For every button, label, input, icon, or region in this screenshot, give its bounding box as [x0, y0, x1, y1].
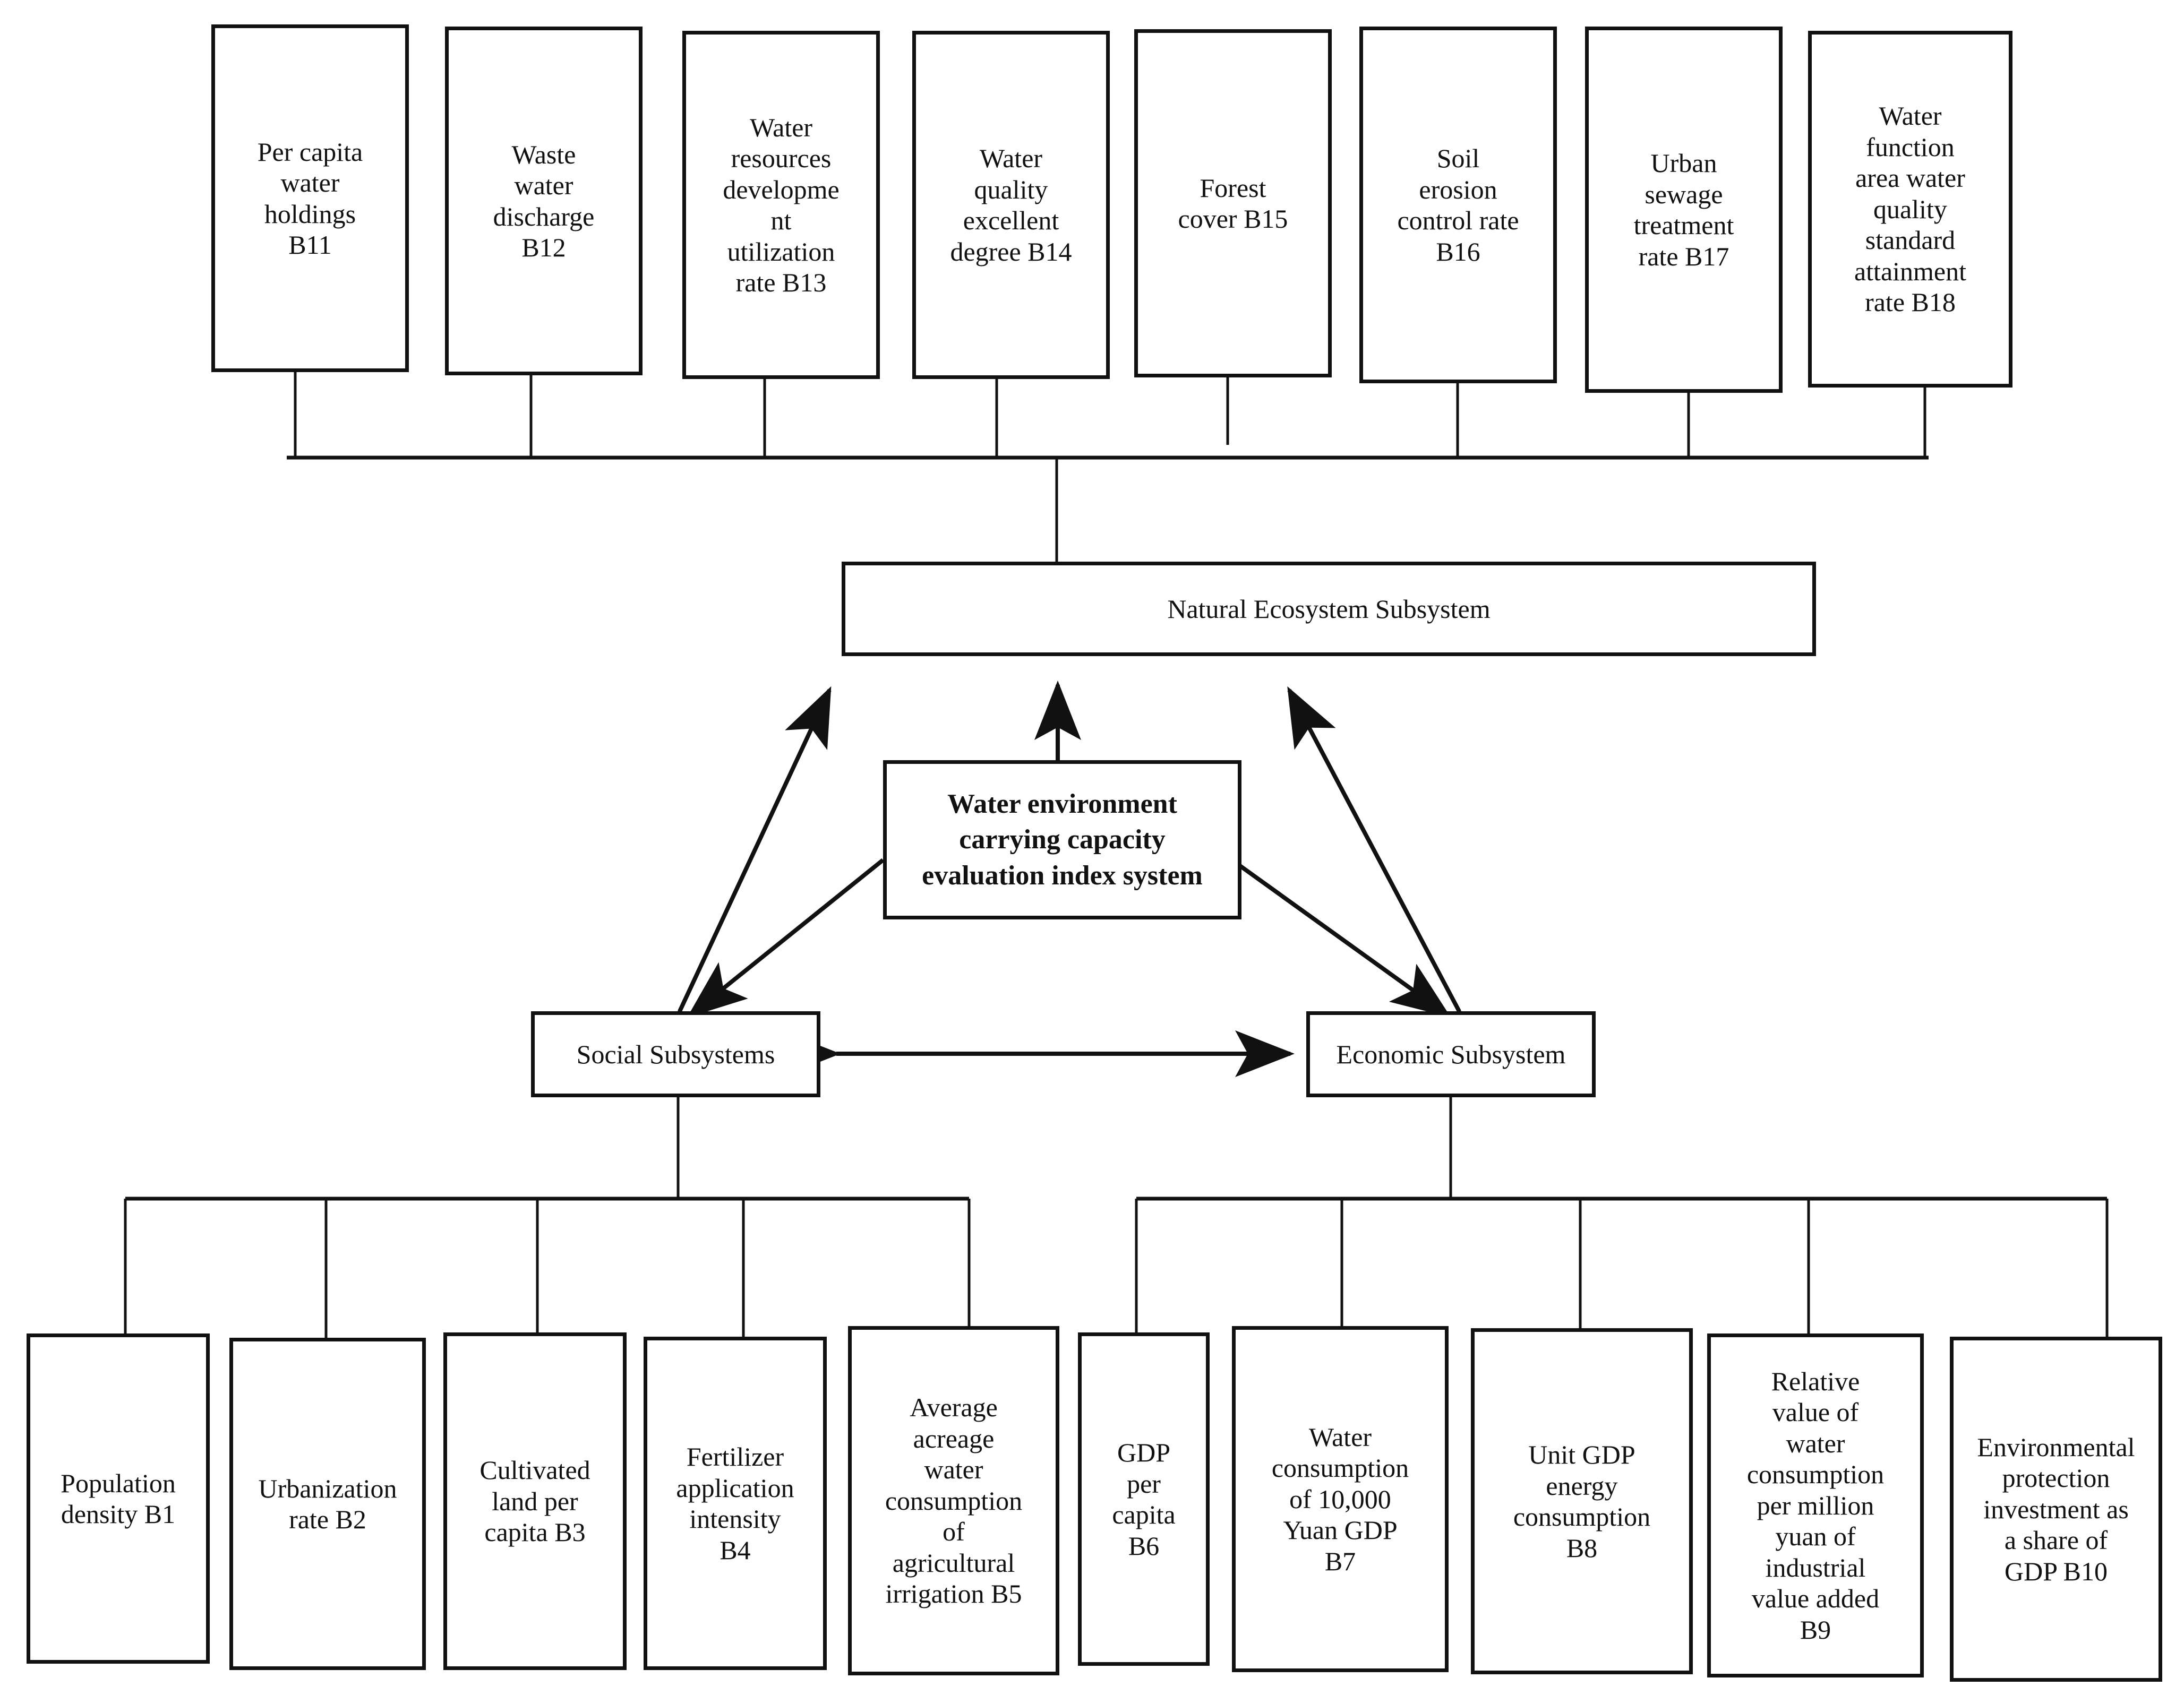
indicator-label-b15: Forest cover B15 — [1178, 173, 1288, 234]
indicator-label-b9: Relative value of water consumption per … — [1746, 1366, 1885, 1645]
subsystem-box-natural-ecosystem[interactable]: Natural Ecosystem Subsystem — [842, 562, 1816, 656]
root-label-index-system: Water environment carrying capacity eval… — [922, 788, 1203, 891]
indicator-label-b16: Soil erosion control rate B16 — [1397, 143, 1519, 266]
indicator-label-b4: Fertilizer application intensity B4 — [676, 1442, 794, 1565]
indicator-label-b6: GDP per capita B6 — [1112, 1438, 1176, 1561]
indicator-box-b2[interactable]: Urbanization rate B2 — [229, 1338, 426, 1670]
subsystem-box-economic[interactable]: Economic Subsystem — [1306, 1011, 1596, 1097]
subsystem-label-natural-ecosystem: Natural Ecosystem Subsystem — [1167, 593, 1491, 624]
indicator-label-b1: Population density B1 — [61, 1468, 176, 1529]
indicator-label-b17: Urban sewage treatment rate B17 — [1633, 148, 1734, 271]
indicator-box-b6[interactable]: GDP per capita B6 — [1078, 1332, 1210, 1666]
subsystem-label-social: Social Subsystems — [576, 1039, 775, 1069]
indicator-box-b8[interactable]: Unit GDP energy consumption B8 — [1471, 1328, 1693, 1674]
indicator-box-b11[interactable]: Per capita water holdings B11 — [211, 24, 409, 372]
indicator-label-b5: Average acreage water consumption of agr… — [885, 1392, 1023, 1609]
subsystem-box-social[interactable]: Social Subsystems — [531, 1011, 820, 1097]
indicator-box-b9[interactable]: Relative value of water consumption per … — [1707, 1333, 1924, 1677]
indicator-box-b1[interactable]: Population density B1 — [27, 1333, 210, 1664]
indicator-box-b18[interactable]: Water function area water quality standa… — [1808, 31, 2012, 388]
indicator-label-b3: Cultivated land per capita B3 — [479, 1455, 590, 1547]
indicator-box-b17[interactable]: Urban sewage treatment rate B17 — [1585, 27, 1783, 393]
indicator-box-b3[interactable]: Cultivated land per capita B3 — [443, 1332, 627, 1670]
indicator-label-b14: Water quality excellent degree B14 — [950, 143, 1072, 266]
indicator-box-b7[interactable]: Water consumption of 10,000 Yuan GDP B7 — [1232, 1326, 1449, 1672]
indicator-box-b15[interactable]: Forest cover B15 — [1134, 29, 1332, 377]
indicator-label-b18: Water function area water quality standa… — [1854, 101, 1967, 317]
indicator-label-b13: Water resources developme nt utilization… — [723, 112, 840, 298]
indicator-label-b2: Urbanization rate B2 — [258, 1473, 397, 1535]
indicator-box-b5[interactable]: Average acreage water consumption of agr… — [848, 1326, 1059, 1675]
indicator-box-b4[interactable]: Fertilizer application intensity B4 — [644, 1337, 827, 1670]
indicator-label-b10: Environmental protection investment as a… — [1977, 1432, 2135, 1586]
indicator-label-b12: Waste water discharge B12 — [493, 139, 595, 263]
indicator-box-b13[interactable]: Water resources developme nt utilization… — [682, 31, 880, 379]
indicator-box-b10[interactable]: Environmental protection investment as a… — [1950, 1337, 2162, 1682]
indicator-label-b8: Unit GDP energy consumption B8 — [1513, 1440, 1651, 1563]
indicator-box-b14[interactable]: Water quality excellent degree B14 — [912, 31, 1110, 379]
root-box-index-system[interactable]: Water environment carrying capacity eval… — [883, 760, 1241, 919]
indicator-box-b12[interactable]: Waste water discharge B12 — [445, 27, 643, 375]
subsystem-label-economic: Economic Subsystem — [1336, 1039, 1566, 1069]
indicator-box-b16[interactable]: Soil erosion control rate B16 — [1359, 27, 1557, 383]
indicator-label-b11: Per capita water holdings B11 — [257, 136, 363, 260]
indicator-label-b7: Water consumption of 10,000 Yuan GDP B7 — [1271, 1422, 1409, 1576]
